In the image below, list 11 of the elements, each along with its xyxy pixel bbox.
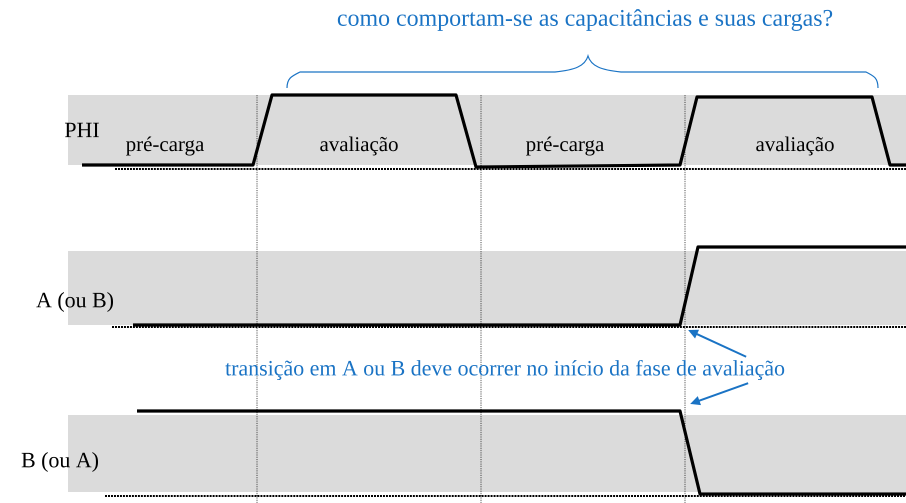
signal-name: A (ou B) <box>36 292 113 312</box>
waveform <box>137 409 906 496</box>
phase-label: avaliação <box>756 136 834 156</box>
signal-name: B (ou A) <box>22 452 98 472</box>
signal-name: PHI <box>64 122 99 138</box>
phase-label: pré-carga <box>526 136 604 156</box>
callout-text: transição em A ou B deve ocorrer no início da fase de avaliação <box>225 360 784 380</box>
waveform <box>133 245 906 327</box>
question-text: como comportam-se as capacitâncias e suas cargas? <box>338 9 832 31</box>
phase-label: pré-carga <box>126 136 204 156</box>
phase-label: avaliação <box>320 136 398 156</box>
